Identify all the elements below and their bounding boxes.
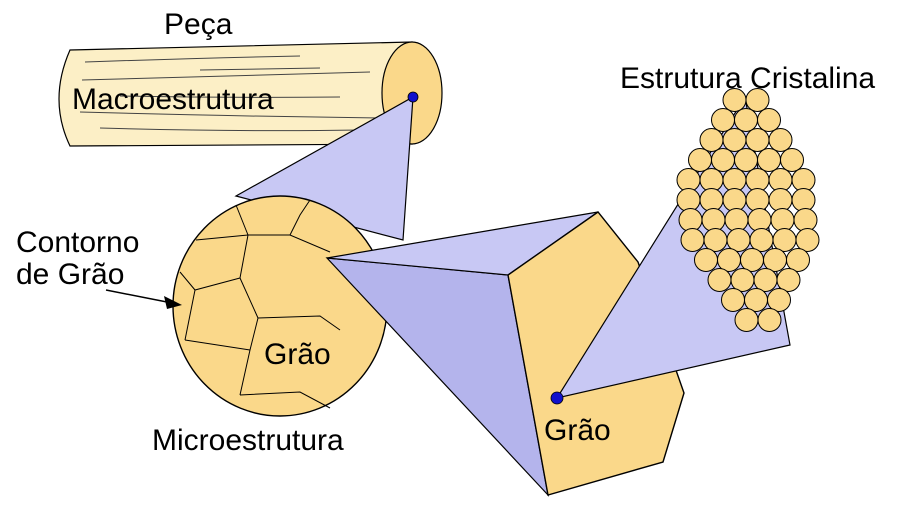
atom bbox=[723, 189, 746, 212]
atom bbox=[681, 229, 704, 252]
atom bbox=[741, 249, 764, 272]
label-microestrutura: Microestrutura bbox=[152, 424, 344, 457]
atom bbox=[758, 309, 781, 332]
atom bbox=[787, 249, 810, 272]
atom bbox=[758, 149, 781, 172]
atom bbox=[718, 249, 741, 272]
grain-marker-dot bbox=[551, 392, 563, 404]
atom bbox=[746, 129, 769, 152]
atom bbox=[781, 149, 804, 172]
grain-boundary-arrow bbox=[106, 290, 182, 309]
atom bbox=[773, 229, 796, 252]
atom bbox=[722, 289, 745, 312]
atom bbox=[758, 109, 781, 132]
atom bbox=[750, 229, 773, 252]
label-estrutura-cristalina: Estrutura Cristalina bbox=[620, 62, 875, 95]
atom bbox=[727, 229, 750, 252]
atom bbox=[723, 129, 746, 152]
atom bbox=[769, 129, 792, 152]
atom bbox=[735, 149, 758, 172]
atom bbox=[796, 229, 819, 252]
label-de-grao: de Grão bbox=[16, 258, 124, 291]
macro-marker-dot bbox=[408, 92, 418, 102]
label-grao-micro: Grão bbox=[264, 338, 331, 371]
atom bbox=[679, 209, 702, 232]
atom bbox=[777, 269, 800, 292]
label-contorno: Contorno bbox=[16, 226, 139, 259]
atom bbox=[700, 129, 723, 152]
atom bbox=[769, 189, 792, 212]
microstructure-disk bbox=[173, 196, 387, 416]
atom bbox=[746, 189, 769, 212]
atom bbox=[695, 249, 718, 272]
atom bbox=[700, 189, 723, 212]
atom bbox=[792, 189, 815, 212]
atom bbox=[708, 269, 731, 292]
atom bbox=[731, 269, 754, 292]
atom bbox=[735, 309, 758, 332]
label-macroestrutura: Macroestrutura bbox=[72, 83, 274, 116]
atom bbox=[689, 149, 712, 172]
label-peca: Peça bbox=[164, 8, 233, 41]
atom bbox=[725, 209, 748, 232]
atom bbox=[745, 289, 768, 312]
atom bbox=[754, 269, 777, 292]
atom bbox=[677, 189, 700, 212]
atom bbox=[704, 229, 727, 252]
atom bbox=[712, 109, 735, 132]
atom bbox=[735, 109, 758, 132]
atom bbox=[712, 149, 735, 172]
atom bbox=[702, 209, 725, 232]
atom bbox=[748, 209, 771, 232]
atom bbox=[768, 289, 791, 312]
atom bbox=[764, 249, 787, 272]
label-grao-large: Grão bbox=[544, 414, 611, 447]
atom bbox=[771, 209, 794, 232]
atom bbox=[794, 209, 817, 232]
